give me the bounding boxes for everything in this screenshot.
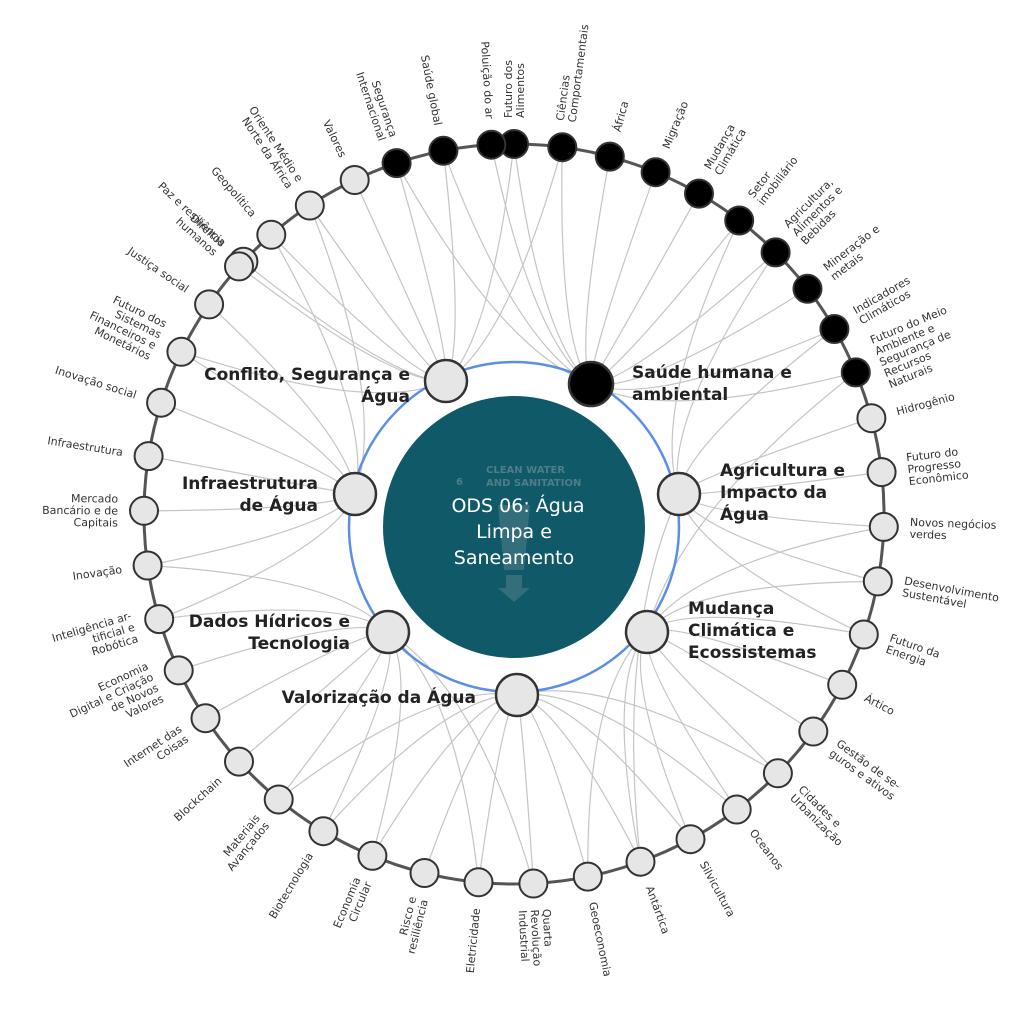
inner-node-valorizacao[interactable] xyxy=(494,672,540,718)
outer-node[interactable] xyxy=(724,205,755,236)
inner-node-saude[interactable] xyxy=(567,360,615,408)
outer-node[interactable] xyxy=(640,157,671,188)
link-line xyxy=(387,631,480,883)
link-line xyxy=(646,371,857,633)
sdg-text-line-2: AND SANITATION xyxy=(486,478,581,489)
center-title-line-3: Saneamento xyxy=(454,547,574,569)
link-line xyxy=(396,162,592,385)
center-title-line-1: ODS 06: Água xyxy=(451,494,584,517)
outer-node[interactable] xyxy=(463,867,494,898)
inner-node-dados[interactable] xyxy=(365,609,411,655)
center-sdg-badge: 6 CLEAN WATER AND SANITATION ODS 06: Águ… xyxy=(383,396,645,658)
outer-node[interactable] xyxy=(381,148,412,179)
inner-node-conflito[interactable] xyxy=(423,358,469,404)
sdg-text-line-1: CLEAN WATER xyxy=(486,465,565,476)
outer-node[interactable] xyxy=(625,846,656,877)
outer-node[interactable] xyxy=(428,135,459,166)
outer-node[interactable] xyxy=(224,746,254,777)
outer-node[interactable] xyxy=(146,387,177,418)
outer-node[interactable] xyxy=(866,457,897,488)
outer-node[interactable] xyxy=(798,716,829,747)
outer-node[interactable] xyxy=(840,357,871,388)
outer-node-label: Futuro dosAlimentos xyxy=(502,60,527,118)
outer-node[interactable] xyxy=(518,868,549,899)
outer-node[interactable] xyxy=(819,314,850,344)
outer-node-label: Poluição do ar xyxy=(478,41,496,120)
outer-node-label: Eletricidade xyxy=(464,907,483,973)
center-title-line-2: Limpa e xyxy=(476,521,552,543)
inner-node-infra[interactable] xyxy=(332,471,378,517)
outer-node[interactable] xyxy=(263,784,294,815)
inner-node-mudanca[interactable] xyxy=(624,609,670,655)
link-line xyxy=(671,220,740,495)
outer-node[interactable] xyxy=(308,816,339,847)
outer-node[interactable] xyxy=(194,289,225,320)
outer-node[interactable] xyxy=(409,858,440,888)
outer-node[interactable] xyxy=(163,655,194,686)
outer-node-label: QuartaRevoluçãoIndustrial xyxy=(516,909,556,968)
link-line xyxy=(633,493,680,862)
outer-node[interactable] xyxy=(144,604,175,635)
outer-node[interactable] xyxy=(675,824,706,855)
outer-node[interactable] xyxy=(856,403,887,434)
outer-node[interactable] xyxy=(166,336,197,367)
inner-node-agricultura[interactable] xyxy=(656,471,702,517)
outer-node[interactable] xyxy=(594,141,625,172)
outer-node[interactable] xyxy=(572,861,603,892)
outer-node[interactable] xyxy=(357,840,388,871)
outer-node[interactable] xyxy=(256,219,287,250)
outer-node-label: Novos negóciosverdes xyxy=(909,516,997,544)
outer-node[interactable] xyxy=(339,165,370,195)
outer-node[interactable] xyxy=(862,566,893,597)
outer-node[interactable] xyxy=(224,251,254,282)
sdg-number: 6 xyxy=(456,477,463,488)
link-line xyxy=(278,692,518,800)
outer-node[interactable] xyxy=(190,703,221,734)
link-line xyxy=(516,690,779,774)
link-line xyxy=(387,631,534,884)
outer-node[interactable] xyxy=(762,758,793,789)
outer-node[interactable] xyxy=(721,794,752,825)
outer-node[interactable] xyxy=(547,132,578,163)
outer-node[interactable] xyxy=(760,237,791,268)
inner-node-label-valorizacao: Valorização da Água xyxy=(282,686,476,708)
outer-node[interactable] xyxy=(827,669,858,700)
outer-node[interactable] xyxy=(133,441,164,472)
outer-node[interactable] xyxy=(868,511,899,542)
outer-node[interactable] xyxy=(848,619,879,650)
outer-node[interactable] xyxy=(792,273,823,304)
outer-node[interactable] xyxy=(684,178,714,209)
outer-node[interactable] xyxy=(294,190,325,221)
sdg-glass-icon xyxy=(498,505,530,570)
outer-node[interactable] xyxy=(129,495,159,526)
sdg-arrow-icon xyxy=(498,575,530,602)
outer-node[interactable] xyxy=(476,129,507,160)
outer-node[interactable] xyxy=(132,550,163,581)
link-line xyxy=(309,205,365,495)
